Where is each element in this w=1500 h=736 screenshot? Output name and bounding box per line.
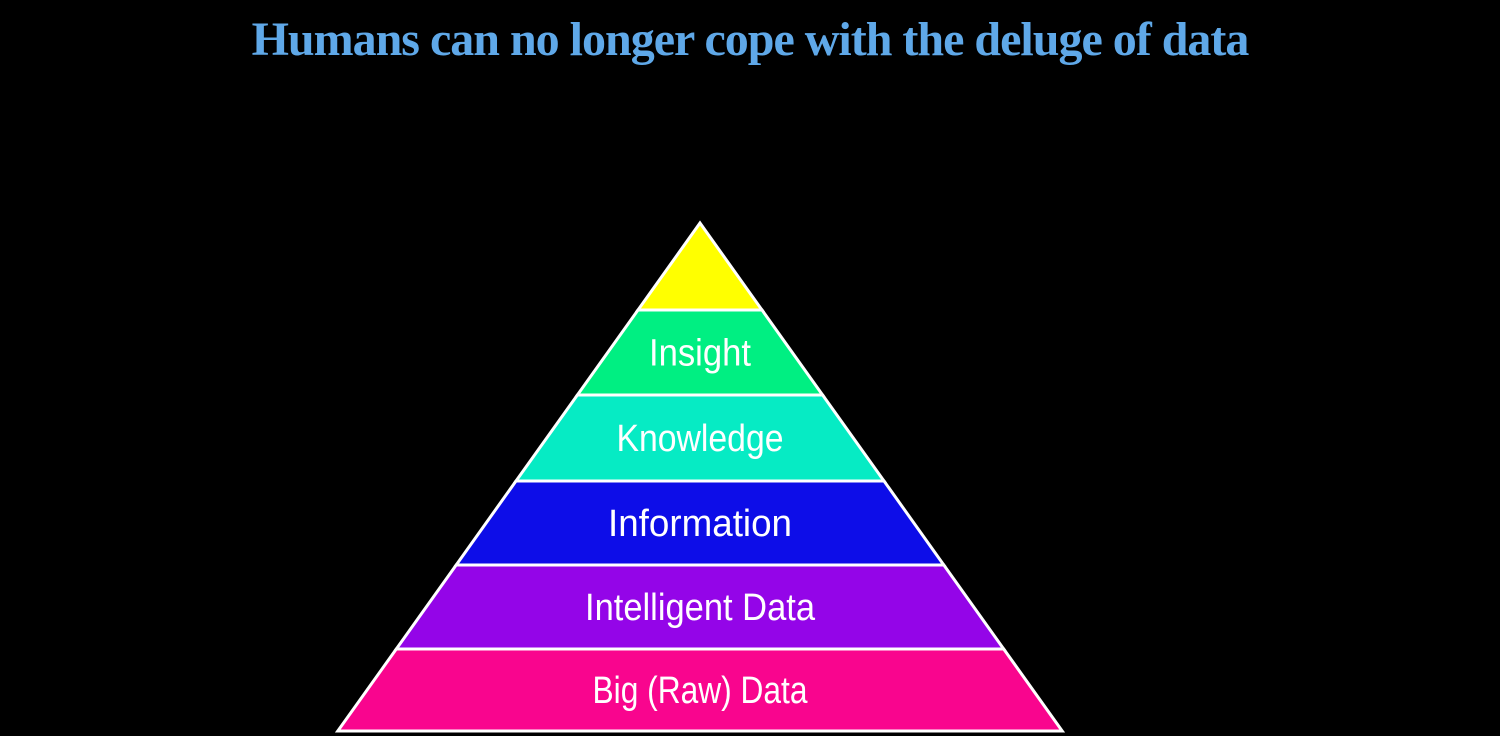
layer-label-information: Information	[608, 503, 792, 545]
layer-label-intelligent-data: Intelligent Data	[585, 587, 816, 629]
layer-label-big-raw-data: Big (Raw) Data	[593, 670, 809, 712]
layer-label-knowledge: Knowledge	[617, 418, 784, 460]
slide-title: Humans can no longer cope with the delug…	[251, 13, 1250, 66]
pyramid-layer-apex	[635, 220, 765, 312]
layer-label-insight: Insight	[649, 333, 751, 375]
pyramid-layer-big-raw-data	[334, 647, 1066, 733]
